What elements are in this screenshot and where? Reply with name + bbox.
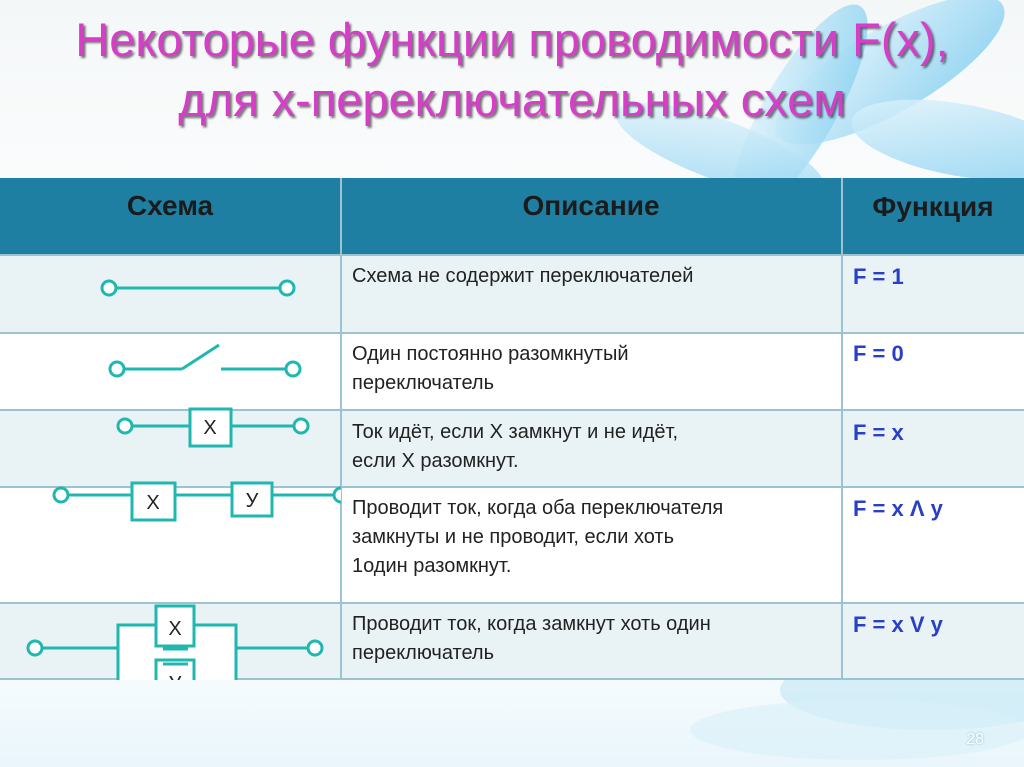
switch-label-x: Х — [203, 417, 216, 439]
desc-line: Один постоянно разомкнутый — [352, 343, 629, 365]
desc-line: Проводит ток, когда замкнут хоть один — [352, 613, 711, 635]
desc-line: 1один разомкнут. — [352, 555, 512, 577]
switch-label-y: У — [246, 490, 259, 512]
header-description: Описание — [341, 178, 842, 254]
header-function: Функция — [842, 178, 1024, 254]
title-line-2: для х-переключательных схем — [178, 73, 846, 126]
switch-label-y: У — [169, 673, 182, 680]
switch-label-x: Х — [168, 618, 181, 640]
table-row-3-description: Ток идёт, если Х замкнут и не идёт, если… — [352, 418, 832, 476]
slide-title: Некоторые функции проводимости F(x), для… — [0, 10, 1024, 130]
row-divider — [0, 254, 1024, 256]
schematic-series-xy — [52, 481, 341, 522]
desc-line: Ток идёт, если Х замкнут и не идёт, — [352, 421, 678, 443]
schematic-no-switch — [100, 279, 296, 297]
page-number: 28 — [966, 731, 984, 748]
table-row-2-function: F = 0 — [853, 341, 904, 366]
switch-label-x: Х — [146, 492, 159, 514]
column-divider — [841, 178, 843, 680]
row-divider — [0, 486, 1024, 488]
row-divider — [0, 678, 1024, 680]
table-row-4-function: F = x Λ y — [853, 496, 943, 521]
row-divider — [0, 332, 1024, 334]
title-line-1: Некоторые функции проводимости F(x), — [75, 13, 949, 66]
table-row-1-description: Схема не содержит переключателей — [352, 262, 832, 291]
desc-line: если Х разомкнут. — [352, 450, 519, 472]
desc-line: Схема не содержит переключателей — [352, 265, 694, 287]
table-row-4-description: Проводит ток, когда оба переключателя за… — [352, 494, 832, 581]
circuit-schematics: Х Х У Х У — [26, 279, 341, 680]
schematic-parallel-xy — [26, 604, 324, 680]
table-row-2-description: Один постоянно разомкнутый переключатель — [352, 340, 832, 398]
schematic-open-switch — [108, 343, 302, 378]
row-divider — [0, 602, 1024, 604]
table-row-1-function: F = 1 — [853, 264, 904, 289]
table-row-bg — [0, 410, 1024, 486]
desc-line: переключатель — [352, 642, 494, 664]
table-row-3-function: F = x — [853, 420, 904, 445]
desc-line: переключатель — [352, 372, 494, 394]
schematic-switch-x — [116, 407, 310, 448]
desc-line: замкнуты и не проводит, если хоть — [352, 526, 675, 548]
conductivity-table: Схема Описание Функция Схема не содержит… — [0, 178, 1024, 680]
column-divider — [340, 178, 342, 680]
table-row-5-description: Проводит ток, когда замкнут хоть один пе… — [352, 610, 832, 668]
desc-line: Проводит ток, когда оба переключателя — [352, 497, 724, 519]
row-divider — [0, 409, 1024, 411]
table-row-bg — [0, 256, 1024, 332]
table-row-5-function: F = x V y — [853, 612, 943, 637]
